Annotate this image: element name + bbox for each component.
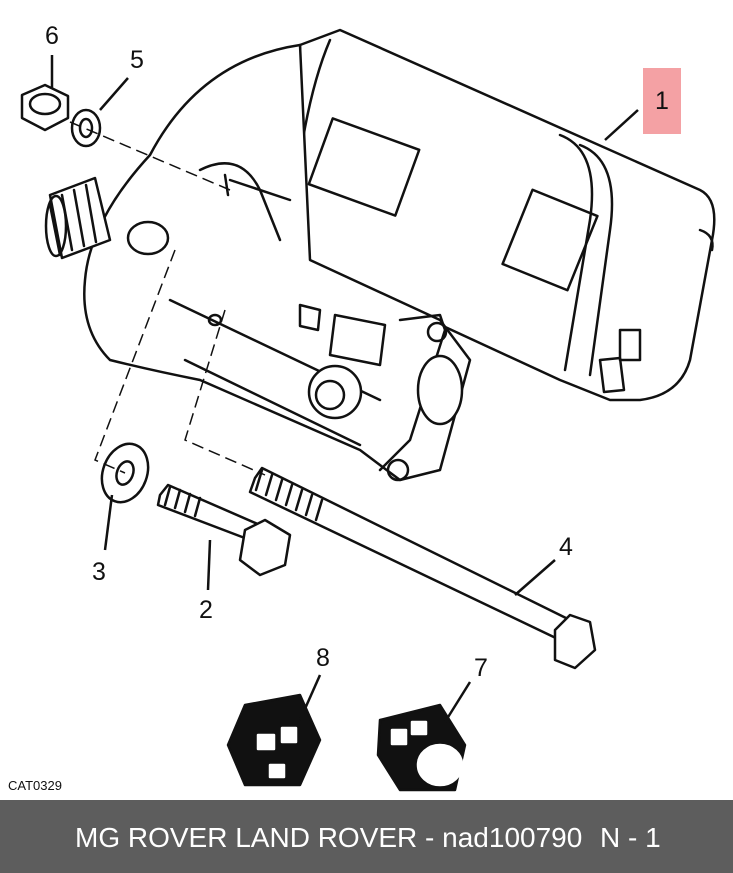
- catalog-code: CAT0329: [8, 778, 62, 793]
- callout-7[interactable]: 7: [474, 654, 488, 682]
- bolt-short: [156, 483, 292, 577]
- callout-3[interactable]: 3: [92, 558, 106, 586]
- solenoid-terminal: [298, 303, 464, 482]
- assembly-centerlines: [69, 121, 266, 476]
- footer-page-number: N - 1: [600, 822, 661, 853]
- bush-ring: [376, 703, 467, 792]
- callout-4[interactable]: 4: [559, 533, 573, 561]
- flange-nut: [20, 83, 70, 132]
- bolt-long: [248, 466, 597, 670]
- pinion-gear: [44, 176, 112, 260]
- leader-lines: [50, 55, 639, 723]
- footer-title: MG ROVER LAND ROVER - nad100790: [75, 822, 583, 853]
- callout-2[interactable]: 2: [199, 596, 213, 624]
- callout-1[interactable]: 1: [643, 68, 681, 134]
- bush-dark: [226, 693, 322, 787]
- footer-bar: MG ROVER LAND ROVER - nad100790 N - 1: [0, 800, 733, 873]
- callout-8[interactable]: 8: [316, 644, 330, 672]
- callout-6[interactable]: 6: [45, 22, 59, 50]
- spring-washer: [70, 108, 102, 148]
- callout-5[interactable]: 5: [130, 46, 144, 74]
- starter-motor-exploded-drawing: [20, 28, 716, 792]
- parts-diagram: 1 2 3 4 5 6 7 8 CAT0329: [8, 22, 716, 793]
